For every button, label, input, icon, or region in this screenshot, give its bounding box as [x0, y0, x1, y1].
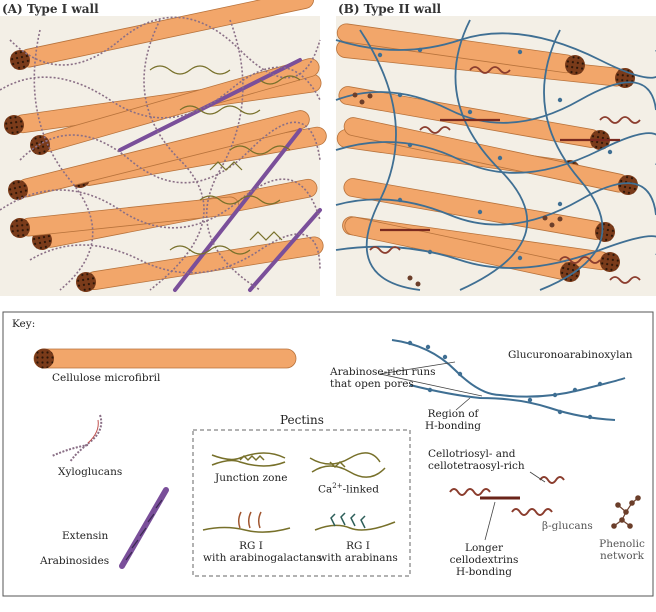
key-junction-zone-sample [211, 452, 286, 467]
label-xyloglucans: Xyloglucans [58, 466, 123, 478]
key-extensin-sample [119, 487, 169, 569]
panel-b-gax-arabinose [377, 47, 613, 261]
arabinose-line2: that open pores [330, 378, 414, 390]
label-cellulose: Cellulose microfibril [52, 372, 161, 384]
key-rg1-arabinogalactans-sample [202, 511, 291, 533]
rg1-arab-line1: RG I [346, 540, 370, 552]
key-xyloglucan-core [87, 419, 99, 444]
key-gax-arabinose-dots [407, 340, 603, 420]
label-junction-zone: Junction zone [215, 472, 288, 484]
arabinose-line1: Arabinose-rich runs [330, 366, 436, 378]
panel-a-xyloglucans [0, 16, 321, 291]
ca-linked-sup: 2+ [332, 482, 343, 490]
panel-a [0, 0, 327, 296]
key-xyloglucan-sample [51, 414, 103, 463]
label-ca-linked: Ca2+-linked [318, 480, 379, 496]
cellotriosyl-line1: Cellotriosyl- and [428, 448, 516, 460]
panel-b-phenolic [352, 92, 563, 287]
pectins-box [192, 429, 411, 577]
key-gax-sample [391, 339, 626, 421]
region-line2: H-bonding [424, 420, 482, 432]
panel-a-microfibrils [4, 0, 327, 292]
rg1-galact-line2: with arabinogalactans [203, 552, 322, 564]
panel-b-title: (B) Type II wall [338, 2, 442, 16]
key-rg1-arabinans-sample [314, 512, 396, 531]
key-phenolic-sample [611, 495, 641, 529]
rg1-arab-line2: with arabinans [318, 552, 398, 564]
region-line1: Region of [427, 408, 479, 420]
ca-linked-tail: -linked [342, 483, 379, 496]
panel-b-beta-glucans [369, 66, 641, 284]
gax-leader-lines [379, 361, 483, 411]
panel-b [335, 16, 656, 296]
longer-line1: Longer [464, 542, 503, 554]
cellotriosyl-line2: cellotetraosyl-rich [428, 460, 525, 472]
beta-glucan-leader-lines [484, 471, 546, 541]
label-beta-glucans: β-glucans [542, 520, 593, 532]
panel-a-pectins [149, 65, 301, 255]
panel-a-extensin [118, 58, 322, 292]
phenolic-line2: network [600, 550, 644, 562]
longer-line3: H-bonding [455, 566, 513, 578]
key-beta-glucan-sample [449, 476, 565, 516]
panel-b-gax [335, 19, 656, 291]
ca-linked-base: Ca [318, 483, 333, 496]
panel-a-title: (A) Type I wall [2, 2, 99, 16]
label-gax: Glucuronoarabinoxylan [508, 349, 633, 361]
label-pectins-title: Pectins [280, 413, 324, 427]
key-cellulose-sample [33, 348, 297, 369]
key-ca-linked-sample [309, 452, 386, 478]
key-title: Key: [12, 318, 36, 330]
phenolic-line1: Phenolic [599, 538, 645, 550]
key-box [2, 311, 654, 597]
longer-line2: cellodextrins [449, 554, 519, 566]
label-extensin: Extensin [62, 530, 109, 542]
label-arabinosides: Arabinosides [40, 555, 110, 567]
panel-b-cellodextrin-bars [380, 118, 620, 232]
rg1-galact-line1: RG I [239, 540, 263, 552]
